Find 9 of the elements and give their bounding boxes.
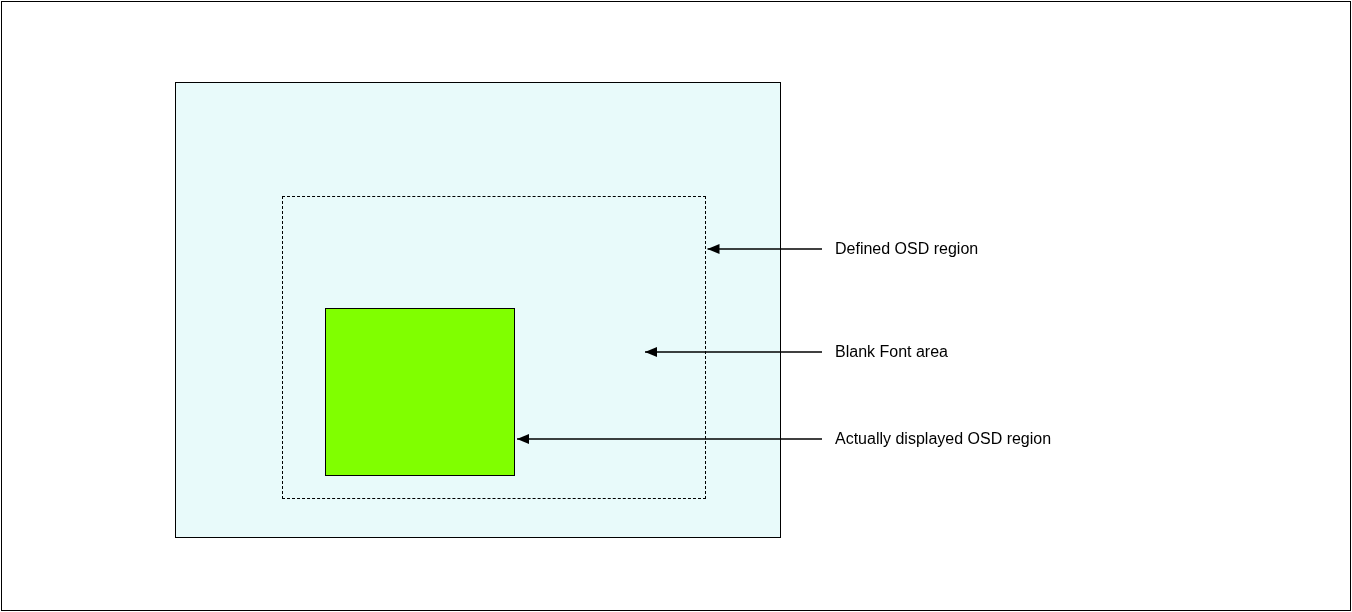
displayed-region-box — [325, 308, 515, 476]
screen-area — [175, 82, 781, 538]
callout-label: Defined OSD region — [835, 240, 979, 258]
leader-arrow — [706, 244, 823, 254]
dashed-region-outline — [281, 195, 706, 499]
leader-arrow — [644, 347, 823, 357]
leader-arrow — [516, 434, 823, 444]
callout-label: Blank Font area — [835, 343, 948, 361]
callout-label: Actually displayed OSD region — [835, 430, 1052, 448]
